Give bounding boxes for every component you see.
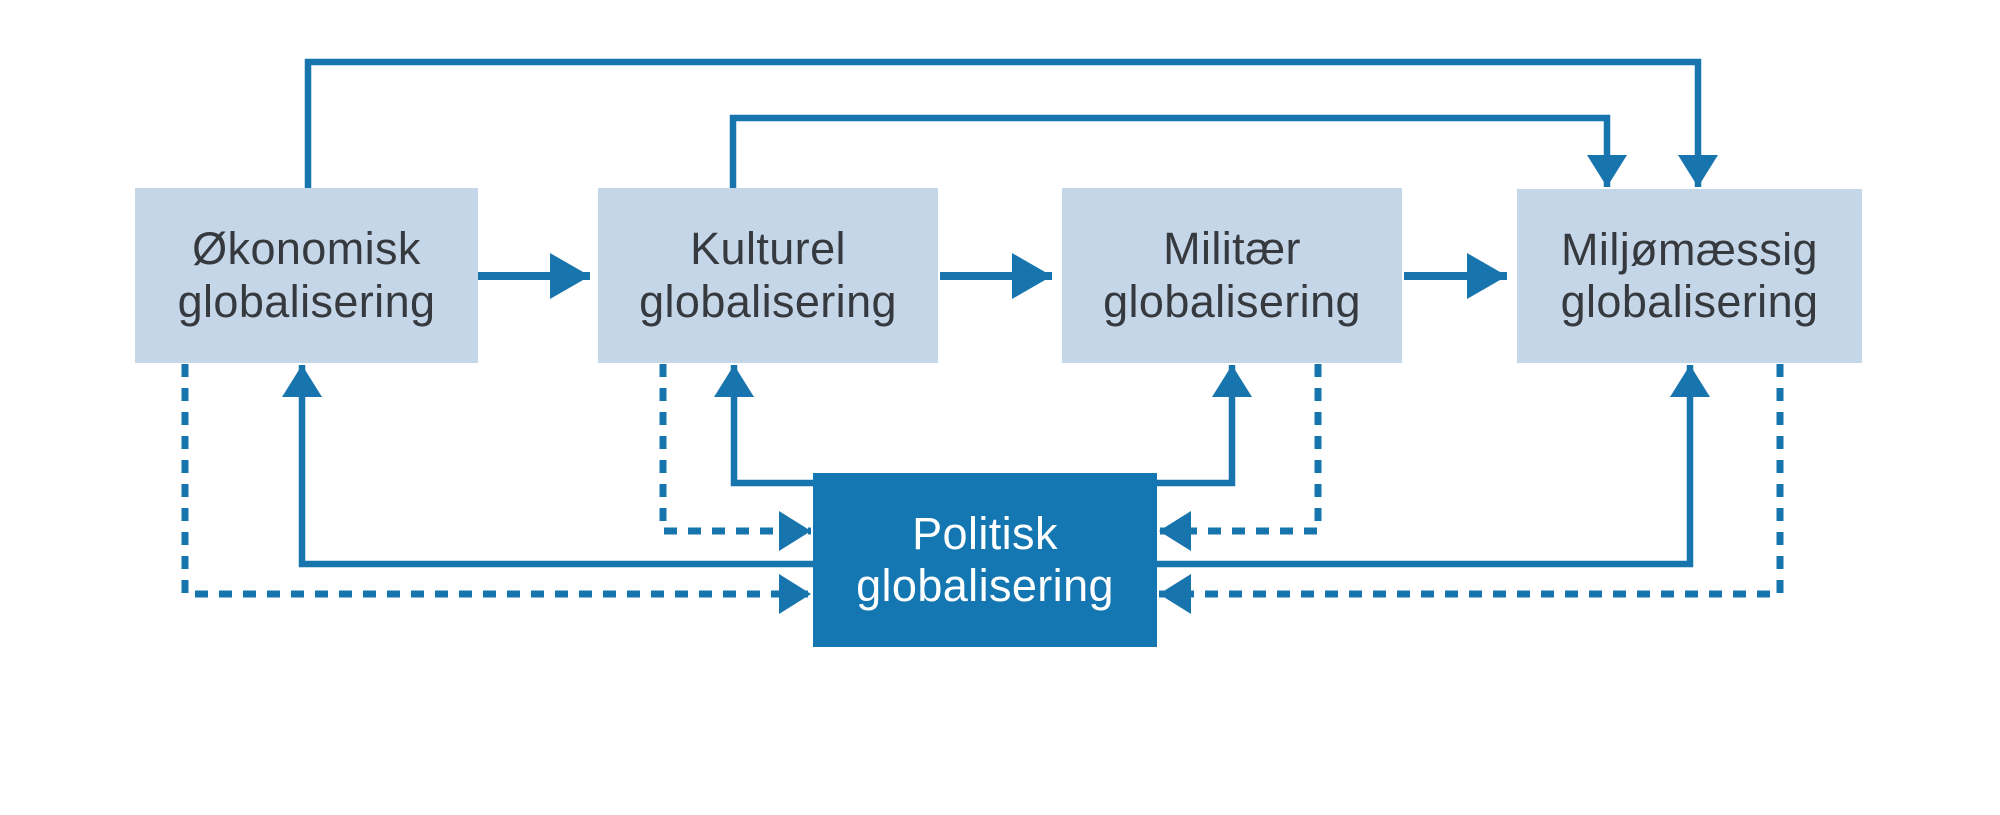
- node-label-line1: Økonomisk: [192, 223, 421, 275]
- node-miljomaessig-globalisering: Miljømæssig globalisering: [1517, 189, 1862, 363]
- arrow-politisk-to-okonomisk: [282, 365, 813, 568]
- arrow-militaer-to-politisk-dashed: [1159, 364, 1322, 551]
- arrow-okonomisk-to-miljomaessig-top: [304, 58, 1718, 189]
- arrow-okonomisk-to-politisk-dashed: [181, 364, 811, 614]
- node-label-line1: Militær: [1163, 223, 1301, 275]
- node-label-line2: globalisering: [1103, 275, 1361, 327]
- arrow-politisk-to-kulturel: [714, 365, 813, 487]
- arrow-kulturel-to-politisk-dashed: [659, 364, 811, 551]
- node-label-line2: globalisering: [856, 560, 1114, 611]
- arrow-politisk-to-miljomaessig: [1157, 365, 1710, 568]
- node-label-line2: globalisering: [177, 275, 436, 327]
- node-label-line1: Kulturel: [690, 223, 846, 275]
- arrow-kulturel-to-miljomaessig-top: [729, 114, 1627, 189]
- node-okonomisk-globalisering: Økonomisk globalisering: [135, 188, 478, 363]
- node-militaer-globalisering: Militær globalisering: [1062, 188, 1402, 363]
- node-label-line1: Miljømæssig: [1561, 223, 1818, 275]
- arrow-politisk-to-militaer: [1157, 365, 1252, 487]
- node-label-line2: globalisering: [639, 275, 897, 327]
- arrow-miljomaessig-to-politisk-dashed: [1159, 364, 1784, 614]
- node-kulturel-globalisering: Kulturel globalisering: [598, 188, 938, 363]
- node-label-line2: globalisering: [1560, 276, 1819, 327]
- node-politisk-globalisering: Politisk globalisering: [813, 473, 1157, 647]
- node-label-line1: Politisk: [912, 507, 1058, 559]
